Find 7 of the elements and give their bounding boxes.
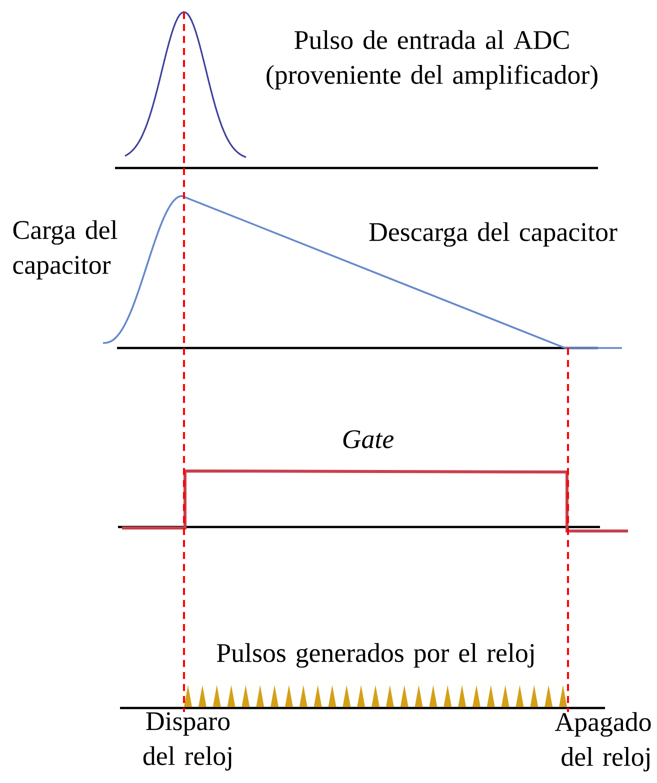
label: Pulsos generados por el reloj	[216, 643, 534, 668]
label: Apagado del reloj	[554, 712, 651, 772]
label: Carga del capacitor	[13, 220, 118, 280]
label: Disparo del reloj	[143, 712, 232, 771]
label: Pulso de entrada al ADC (proveniente del amplificador)	[266, 30, 598, 90]
label: Descarga del capacitor	[369, 222, 618, 247]
label: Gate	[343, 430, 394, 448]
